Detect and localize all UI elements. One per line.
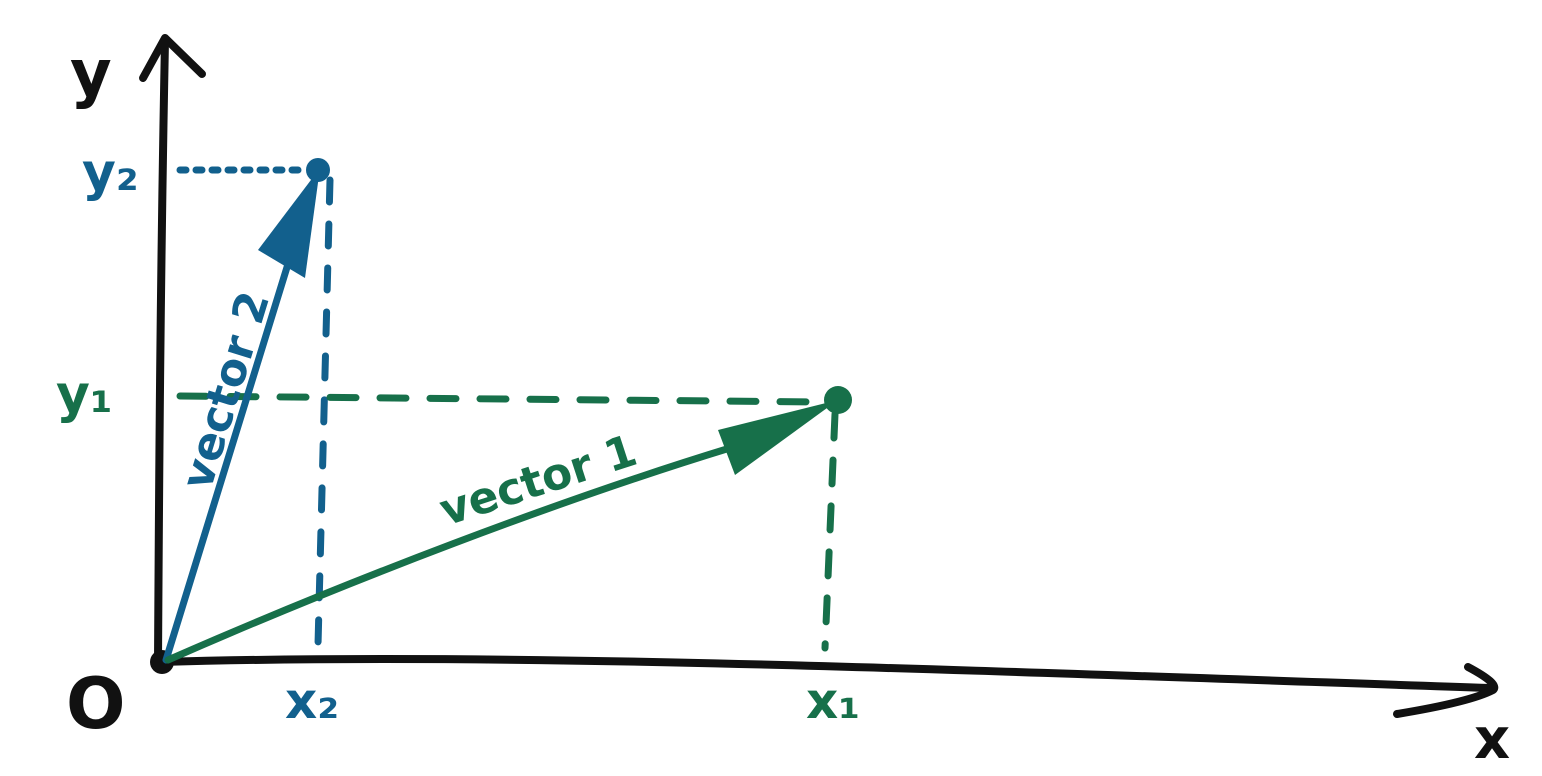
vector-2-label: vector 2	[172, 286, 280, 496]
x-axis-line	[156, 654, 1494, 692]
y1-guide-line	[176, 392, 824, 406]
vector-2	[162, 158, 330, 664]
y-axis-label: y	[70, 37, 112, 111]
x1-label: x₁	[806, 672, 860, 730]
vector-1-endpoint	[824, 386, 852, 414]
y2-label: y₂	[82, 143, 139, 203]
axes	[139, 34, 1499, 718]
vector-1-arrowhead	[718, 400, 838, 475]
vector-1-shaft	[164, 444, 734, 664]
x2-label: x₂	[285, 672, 339, 730]
vector-2-shaft	[162, 221, 304, 664]
origin-label: O	[66, 663, 126, 745]
x2-guide-line	[314, 176, 334, 649]
vector-2-endpoint	[306, 158, 330, 182]
y-axis-line	[154, 36, 169, 666]
x-axis-label: x	[1474, 707, 1510, 772]
vector-1	[164, 386, 852, 664]
x-axis-arrowhead	[1393, 663, 1499, 718]
vector-2-arrowhead	[258, 168, 320, 278]
vector-1-label: vector 1	[434, 425, 643, 536]
y-axis-arrowhead	[139, 34, 206, 82]
y1-label: y₁	[56, 365, 113, 425]
x1-guide-line	[821, 410, 839, 652]
